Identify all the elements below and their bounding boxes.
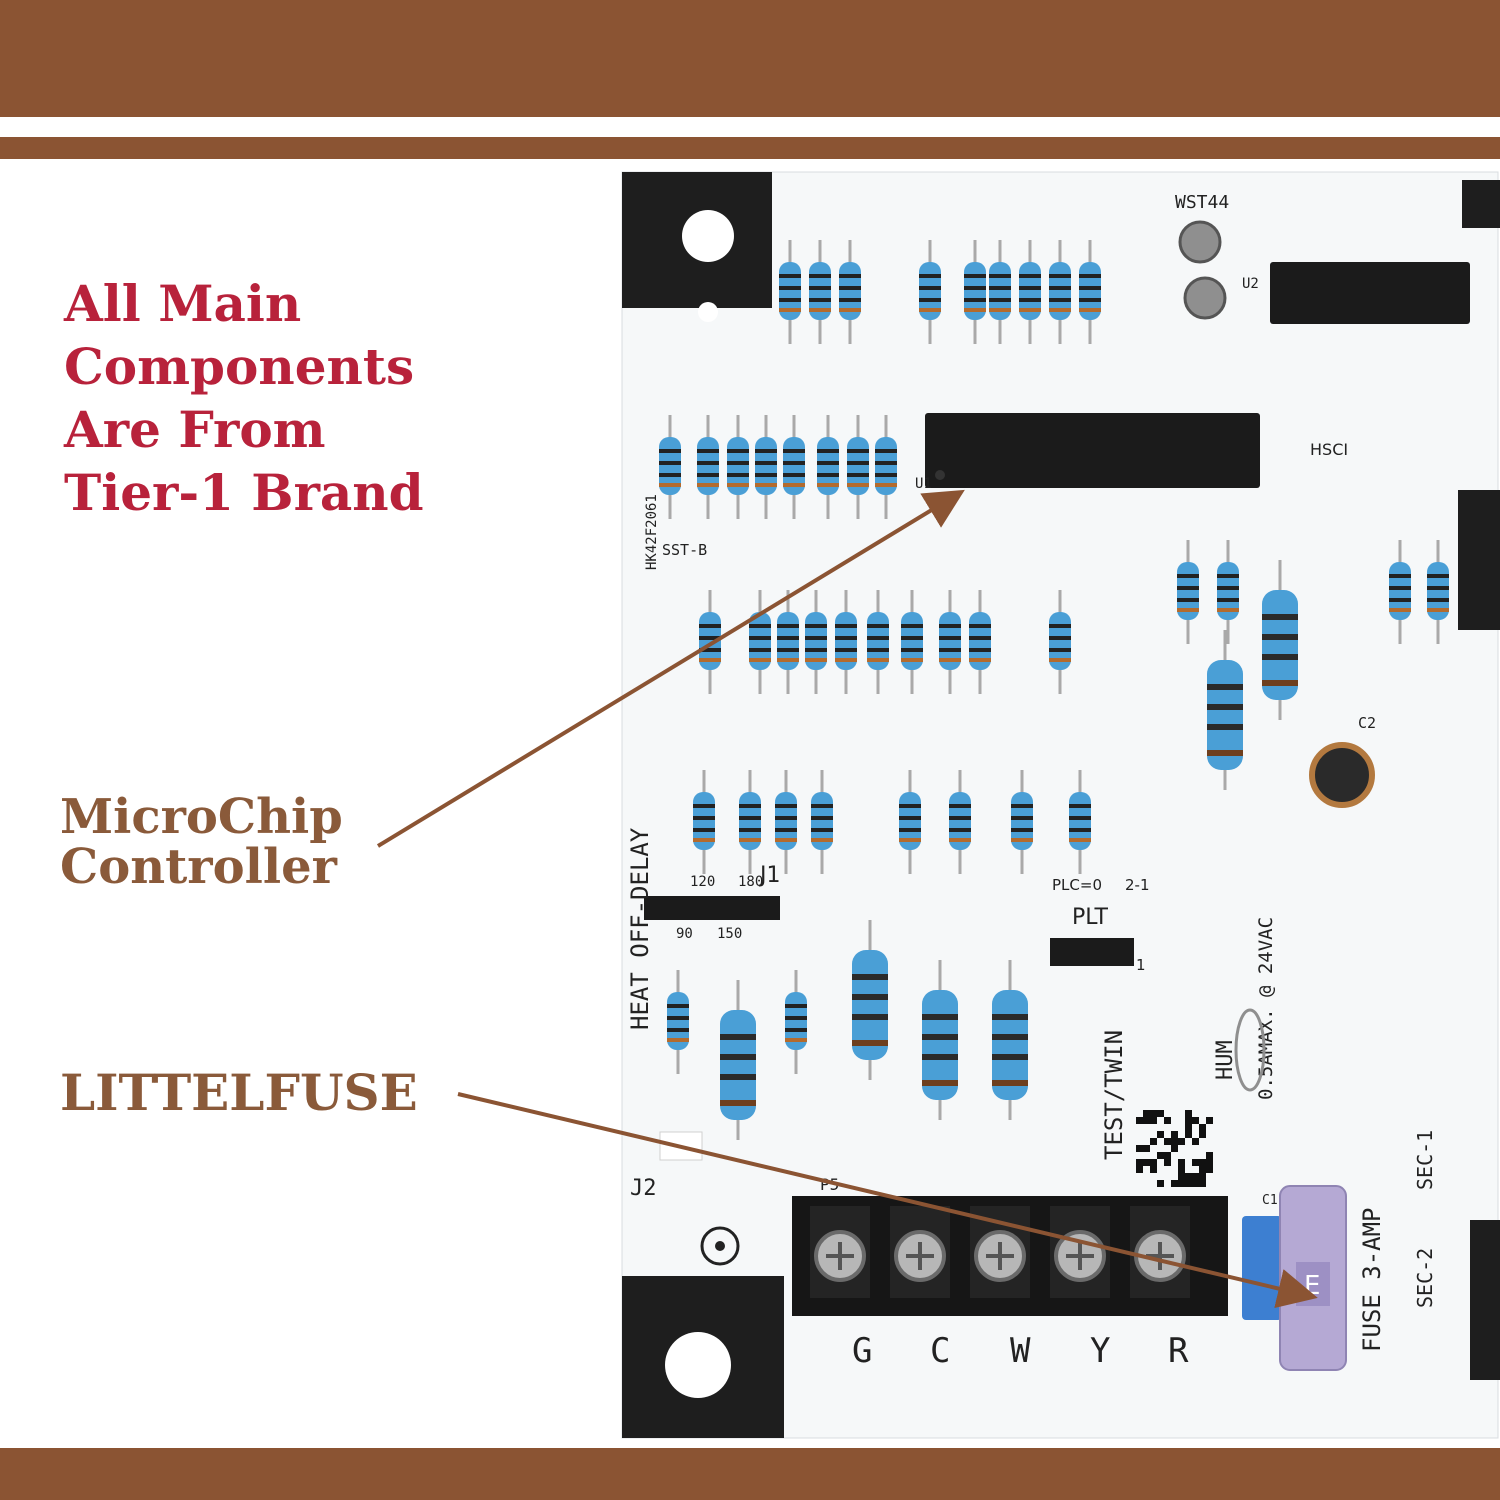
terminal-label: C: [930, 1331, 950, 1371]
test-twin-caption: TEST/TWIN: [1100, 1030, 1128, 1160]
chip-designator: U1: [915, 476, 932, 492]
capacitor-c2-label: C2: [1358, 714, 1376, 732]
mounting-hole-icon: [682, 210, 734, 262]
microchip-callout: MicroChip Controller: [60, 792, 343, 892]
sec-1-label: SEC-1: [1413, 1130, 1437, 1190]
terminal-label: W: [1010, 1331, 1031, 1371]
chip-pin1-dot-icon: [935, 470, 945, 480]
jumper-pin-label: 150: [717, 926, 742, 942]
headline-line: All Main: [64, 274, 302, 333]
circuit-board-image: U1 HSCI HK42F2061 SST-B U2 WST44 C2 J1 1…: [621, 171, 1500, 1439]
electrolytic-capacitor-c2: [1309, 742, 1375, 808]
terminal-label: Y: [1090, 1331, 1110, 1371]
terminal-label: G: [852, 1331, 872, 1371]
transistor-q2: [1178, 220, 1222, 264]
resistor: [1049, 590, 1071, 694]
bottom-brand-band: [0, 1448, 1500, 1500]
resistor: [989, 240, 1011, 344]
capacitor-c1: [1242, 1216, 1282, 1320]
transistor-q1: [1183, 276, 1227, 320]
connector-j2-pad: [659, 1131, 703, 1161]
mounting-hole-icon: [665, 1332, 731, 1398]
headline-line: Are From: [64, 400, 326, 459]
edge-header: [1470, 1220, 1500, 1380]
resistor: [1069, 770, 1091, 874]
plt-name: PLT: [1072, 905, 1108, 930]
resistor: [969, 590, 991, 694]
headline-line: Tier-1 Brand: [64, 463, 424, 522]
jumper-pin-label: 90: [676, 926, 693, 942]
headline: All Main Components Are From Tier-1 Bran…: [64, 272, 424, 524]
resistor: [1427, 540, 1449, 644]
fuse-callout: LITTELFUSE: [60, 1068, 418, 1118]
plt-pin-range: 2-1: [1125, 876, 1150, 894]
chip-side-label: HSCI: [1310, 440, 1348, 459]
terminal-block-name: P5: [820, 1175, 839, 1194]
microchip-callout-line: Controller: [60, 839, 337, 895]
power-resistor: [852, 920, 888, 1080]
ic-u2-designator: U2: [1242, 276, 1259, 292]
resistor: [659, 415, 681, 519]
mounting-hole-icon: [698, 302, 718, 322]
resistor: [785, 970, 807, 1074]
board-code: HK42F2061: [644, 494, 660, 570]
terminal-label: R: [1168, 1331, 1189, 1371]
target-icon: [715, 1241, 725, 1251]
fuse-callout-line: LITTELFUSE: [60, 1063, 418, 1122]
plc-note: PLC=0: [1052, 876, 1102, 894]
resistor: [964, 240, 986, 344]
power-resistor: [1262, 560, 1298, 720]
terminal-screws: [810, 1206, 1190, 1298]
jumper-j1-name: J1: [758, 863, 781, 888]
resistor: [1079, 240, 1101, 344]
edge-header: [1458, 490, 1500, 630]
microchip-controller: [925, 413, 1260, 488]
resistor: [779, 240, 801, 344]
resistor: [839, 240, 861, 344]
resistor: [667, 970, 689, 1074]
jumper-j1: [644, 896, 780, 920]
power-resistor: [922, 960, 958, 1120]
ic-u2: [1270, 262, 1470, 324]
microchip-callout-line: MicroChip: [60, 789, 343, 845]
resistor: [1389, 540, 1411, 644]
sec-2-label: SEC-2: [1413, 1248, 1437, 1308]
resistor: [1217, 540, 1239, 644]
headline-line: Components: [64, 337, 415, 396]
power-resistor: [1207, 630, 1243, 790]
fuse-glyph: E: [1304, 1271, 1320, 1301]
resistor: [1011, 770, 1033, 874]
resistor: [1177, 540, 1199, 644]
fuse-caption: FUSE 3-AMP: [1358, 1208, 1386, 1353]
board-code-2: SST-B: [662, 541, 707, 559]
plt-pin-one: 1: [1136, 956, 1146, 974]
resistor: [919, 240, 941, 344]
resistor: [809, 240, 831, 344]
jumper-pin-label: 180: [738, 874, 763, 890]
connector-j2-label: J2: [630, 1176, 657, 1201]
capacitor-c1-label: C1: [1262, 1193, 1278, 1208]
jumper-pin-label: 120: [690, 874, 715, 890]
hum-rating: 0.5AMAX. @ 24VAC: [1255, 917, 1277, 1100]
edge-header: [1462, 180, 1500, 228]
plt-header: [1050, 938, 1134, 966]
top-brand-band: [0, 0, 1500, 117]
transistor-part-number: WST44: [1175, 192, 1229, 213]
heat-off-delay-caption: HEAT OFF-DELAY: [626, 827, 654, 1030]
hum-label: HUM: [1213, 1040, 1238, 1080]
resistor: [1049, 240, 1071, 344]
resistor: [1019, 240, 1041, 344]
hum-terminal: [1234, 1008, 1266, 1092]
resistor: [697, 415, 719, 519]
top-accent-stripe: [0, 137, 1500, 159]
